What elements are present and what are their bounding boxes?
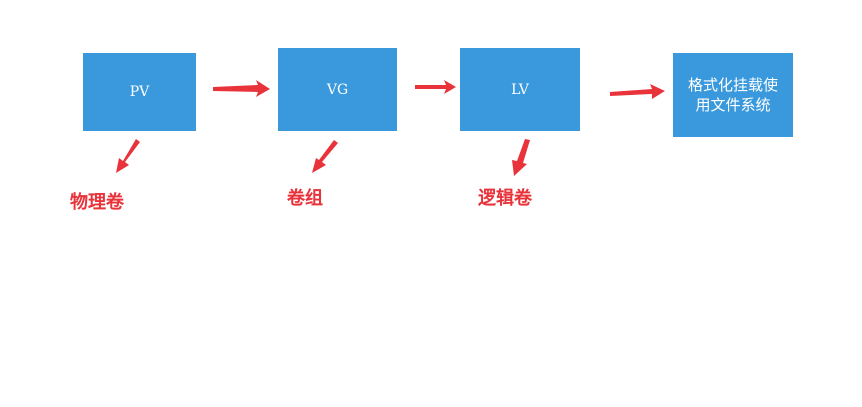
filesystem-box-label: 格式化挂载使用文件系统 — [687, 76, 778, 114]
arrow-to-vg-label — [312, 140, 338, 173]
arrow-to-pv-label — [116, 139, 140, 173]
pv-caption: 物理卷 — [70, 192, 124, 213]
filesystem-box: 格式化挂载使用文件系统 — [673, 53, 793, 137]
pv-box: PV — [83, 53, 196, 131]
arrow-pv-to-vg — [213, 80, 270, 97]
arrow-to-lv-label — [512, 139, 530, 176]
arrow-vg-to-lv — [415, 80, 456, 94]
arrow-lv-to-filesystem — [610, 84, 665, 99]
lv-caption: 逻辑卷 — [478, 188, 532, 209]
lv-box-label: LV — [511, 81, 529, 98]
vg-caption: 卷组 — [287, 188, 323, 209]
lv-box: LV — [460, 48, 580, 131]
vg-box-label: VG — [326, 81, 349, 98]
pv-box-label: PV — [129, 84, 150, 100]
vg-box: VG — [278, 48, 397, 131]
